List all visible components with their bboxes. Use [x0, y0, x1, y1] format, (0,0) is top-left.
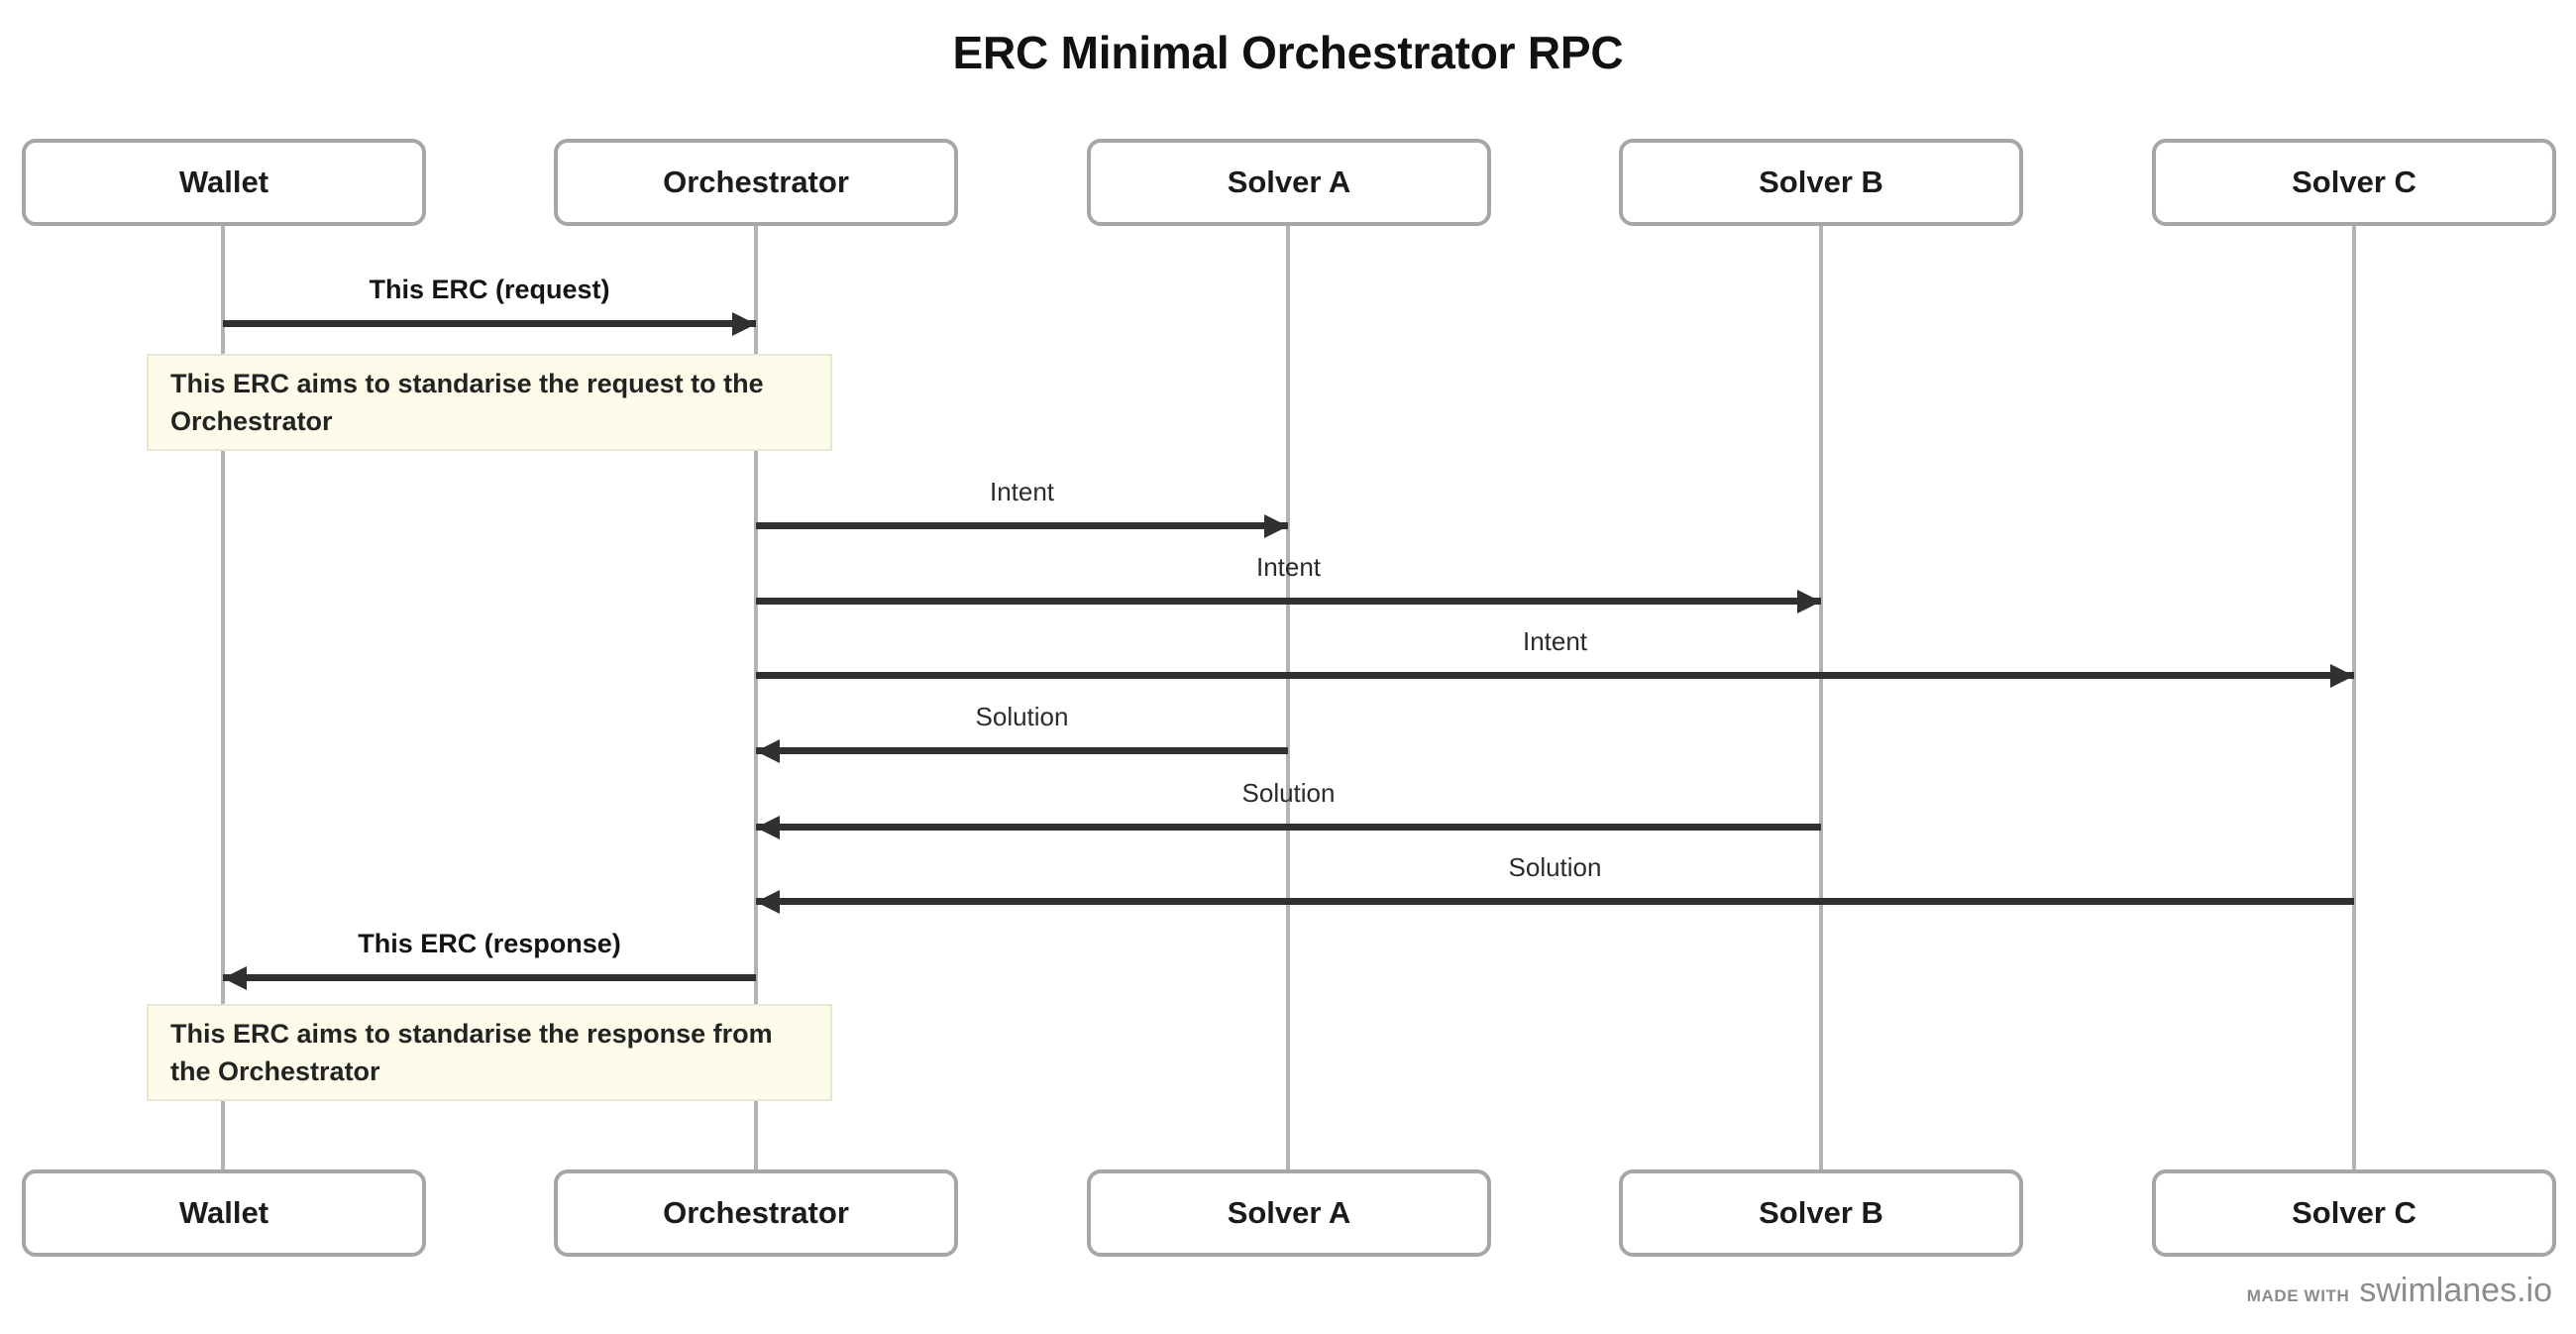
message-line — [756, 522, 1288, 529]
message-line — [756, 598, 1821, 605]
arrowhead-right-icon — [2330, 664, 2354, 688]
lifeline-wallet — [221, 226, 225, 1169]
note-response[interactable]: This ERC aims to standarise the response… — [147, 1004, 832, 1101]
participant-orchestrator-bottom[interactable]: Orchestrator — [554, 1169, 958, 1257]
participant-wallet-top[interactable]: Wallet — [22, 139, 426, 226]
swimlanes-brand-label: swimlanes.io — [2359, 1272, 2552, 1309]
participant-label: Solver B — [1759, 1195, 1883, 1230]
message-label: Solution — [1241, 778, 1336, 808]
note-request[interactable]: This ERC aims to standarise the request … — [147, 354, 832, 451]
message-1-intent[interactable]: Intent — [756, 477, 1288, 538]
message-line — [756, 898, 2354, 905]
message-label: This ERC (request) — [369, 275, 610, 304]
participant-solver_c-top[interactable]: Solver C — [2152, 139, 2556, 226]
participant-solver_b-bottom[interactable]: Solver B — [1619, 1169, 2023, 1257]
arrowhead-left-icon — [756, 890, 780, 914]
message-label: Intent — [1522, 626, 1588, 656]
arrowhead-right-icon — [1797, 590, 1821, 613]
participant-solver_b-top[interactable]: Solver B — [1619, 139, 2023, 226]
message-7-this-erc-response[interactable]: This ERC (response) — [223, 929, 756, 990]
participant-label: Solver C — [2292, 1195, 2416, 1230]
participant-wallet-bottom[interactable]: Wallet — [22, 1169, 426, 1257]
message-label: Intent — [1255, 552, 1322, 582]
participant-label: Wallet — [178, 165, 269, 199]
arrowhead-left-icon — [223, 966, 247, 990]
lifeline-solver_b — [1819, 226, 1823, 1169]
message-label: This ERC (response) — [358, 929, 621, 958]
message-6-solution[interactable]: Solution — [756, 852, 2354, 914]
lifeline-solver_c — [2352, 226, 2356, 1169]
message-2-intent[interactable]: Intent — [756, 552, 1821, 613]
message-line — [756, 747, 1288, 754]
participant-label: Orchestrator — [663, 1195, 849, 1230]
footer-branding: MADE WITH swimlanes.io — [2247, 1272, 2552, 1310]
message-line — [223, 320, 756, 327]
message-0-this-erc-request[interactable]: This ERC (request) — [223, 275, 756, 336]
participant-solver_c-bottom[interactable]: Solver C — [2152, 1169, 2556, 1257]
note-text: This ERC aims to standarise the request … — [170, 368, 764, 436]
participant-label: Orchestrator — [663, 165, 849, 199]
page-title: ERC Minimal Orchestrator RPC — [952, 27, 1624, 78]
arrowhead-right-icon — [732, 312, 756, 336]
participant-label: Solver C — [2292, 165, 2416, 199]
message-label: Solution — [1508, 852, 1602, 882]
message-line — [223, 974, 756, 981]
lifeline-orchestrator — [754, 226, 758, 1169]
message-3-intent[interactable]: Intent — [756, 626, 2354, 688]
arrowhead-left-icon — [756, 739, 780, 763]
participant-orchestrator-top[interactable]: Orchestrator — [554, 139, 958, 226]
message-label: Solution — [975, 702, 1069, 731]
message-5-solution[interactable]: Solution — [756, 778, 1821, 839]
participant-label: Solver B — [1759, 165, 1883, 199]
message-line — [756, 672, 2354, 679]
participant-label: Solver A — [1227, 165, 1351, 199]
participant-label: Wallet — [178, 1195, 269, 1230]
message-line — [756, 824, 1821, 831]
lifeline-solver_a — [1286, 226, 1290, 1169]
participant-solver_a-bottom[interactable]: Solver A — [1087, 1169, 1491, 1257]
participant-solver_a-top[interactable]: Solver A — [1087, 139, 1491, 226]
participant-label: Solver A — [1227, 1195, 1351, 1230]
message-4-solution[interactable]: Solution — [756, 702, 1288, 763]
message-label: Intent — [989, 477, 1055, 506]
arrowhead-left-icon — [756, 816, 780, 839]
arrowhead-right-icon — [1264, 514, 1288, 538]
note-text: This ERC aims to standarise the response… — [170, 1018, 773, 1086]
made-with-label: MADE WITH — [2246, 1286, 2350, 1305]
